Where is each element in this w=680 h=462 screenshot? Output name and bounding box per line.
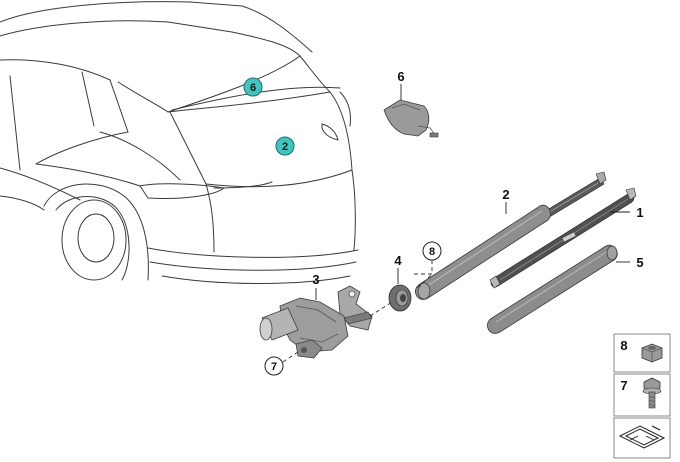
legend-item-8[interactable]: 8 [613,333,671,373]
legend-label-7: 7 [620,378,627,393]
part-6-cover[interactable] [383,99,439,138]
leader-8b [417,273,433,289]
callout-2: 2 [502,187,509,202]
legend-panel: 8 7 [613,333,671,459]
gasket-sheet-icon [618,425,666,449]
vehicle-marker-6-label: 6 [250,82,256,94]
vehicle-marker-6[interactable]: 6 [243,77,263,97]
callout-1: 1 [636,205,643,220]
leader-shaft [369,301,393,317]
callout-6: 6 [397,69,404,84]
callout-4: 4 [394,253,402,268]
legend-item-7[interactable]: 7 [613,373,671,417]
part-2-strut[interactable] [415,171,607,300]
hex-nut-icon [641,343,663,363]
part-3-motor[interactable] [259,285,373,359]
vehicle-marker-2[interactable]: 2 [275,136,295,156]
callout-3: 3 [312,272,319,287]
part-1-rod[interactable] [489,187,637,289]
legend-item-gasket[interactable] [613,417,671,459]
part-4-grommet[interactable] [388,284,412,312]
legend-label-8: 8 [620,338,627,353]
leader-8 [414,260,433,275]
vehicle-marker-2-label: 2 [282,141,288,153]
vehicle-rear-outline [0,1,359,284]
hex-bolt-icon [642,377,662,409]
callout-8: 8 [429,246,435,258]
leader-7 [282,351,299,363]
callout-8-marker[interactable]: 8 [422,241,442,261]
callout-7: 7 [271,361,277,373]
callout-5: 5 [636,255,643,270]
part-5-tube[interactable] [487,244,618,334]
callout-7-marker[interactable]: 7 [264,356,284,376]
